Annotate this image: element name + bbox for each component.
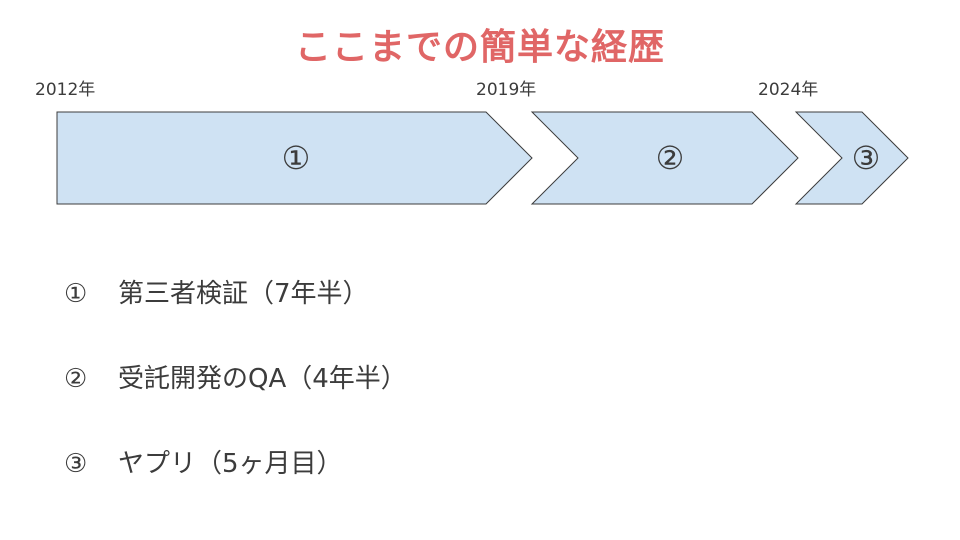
year-label-2024: 2024年 xyxy=(758,80,819,100)
legend-marker-1: ① xyxy=(64,279,88,309)
legend-text-1: 第三者検証（7年半） xyxy=(118,279,369,309)
chevron-label-1: ① xyxy=(281,139,311,177)
legend-item-2: ② 受託開発のQA（4年半） xyxy=(64,361,407,397)
year-label-2012: 2012年 xyxy=(35,80,96,100)
chevron-phase-1 xyxy=(56,111,533,205)
legend-item-3: ③ ヤプリ（5ヶ月目） xyxy=(64,446,343,482)
legend-text-2: 受託開発のQA（4年半） xyxy=(118,364,407,394)
legend-text-3: ヤプリ（5ヶ月目） xyxy=(118,449,343,479)
year-label-2019: 2019年 xyxy=(476,80,537,100)
slide-title: ここまでの簡単な経歴 xyxy=(294,27,665,68)
chevron-phase-3 xyxy=(794,111,909,205)
legend-item-1: ① 第三者検証（7年半） xyxy=(64,276,369,312)
chevron-label-2: ② xyxy=(655,139,685,177)
legend-marker-2: ② xyxy=(64,364,88,394)
chevron-phase-2 xyxy=(530,111,799,205)
legend-marker-3: ③ xyxy=(64,449,88,479)
chevron-label-3: ③ xyxy=(851,139,881,177)
